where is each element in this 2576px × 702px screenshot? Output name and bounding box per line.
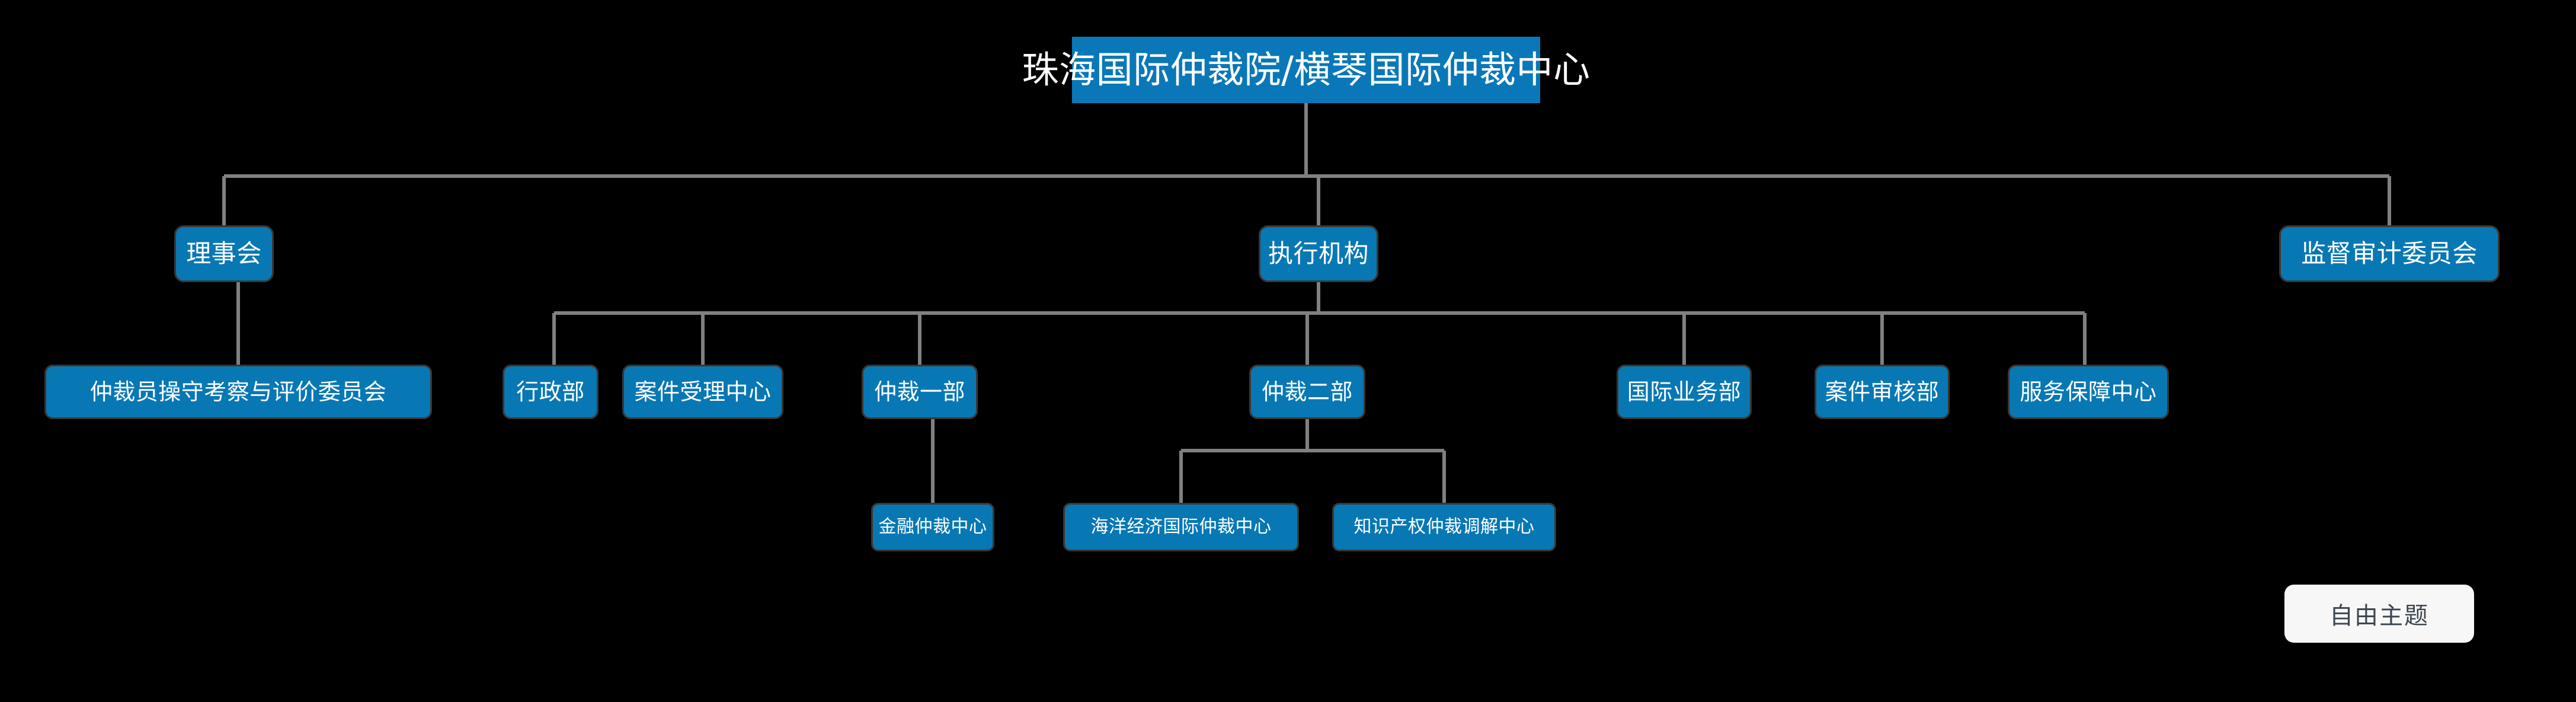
node-root-label: 珠海国际仲裁院/横琴国际仲裁中心 — [1022, 48, 1591, 91]
node-executive[interactable]: 执行机构 — [1259, 225, 1378, 282]
free-theme-badge-label: 自由主题 — [2329, 602, 2429, 630]
node-case-acceptance-center[interactable]: 案件受理中心 — [622, 365, 783, 419]
node-finance-arbitration-center-label: 金融仲裁中心 — [878, 516, 987, 537]
node-executive-label: 执行机构 — [1268, 239, 1369, 268]
node-ip-arbitration-mediation-center[interactable]: 知识产权仲裁调解中心 — [1332, 503, 1556, 551]
node-ip-arbitration-mediation-center-label: 知识产权仲裁调解中心 — [1353, 516, 1535, 537]
node-case-review-dept-label: 案件审核部 — [1825, 379, 1940, 405]
node-case-acceptance-center-label: 案件受理中心 — [634, 379, 772, 405]
node-ethics-committee-label: 仲裁员操守考察与评价委员会 — [89, 379, 387, 405]
node-arbitration-dept-1[interactable]: 仲裁一部 — [862, 365, 978, 419]
node-admin-dept[interactable]: 行政部 — [503, 365, 599, 419]
free-theme-badge[interactable]: 自由主题 — [2284, 585, 2474, 643]
node-board-label: 理事会 — [186, 239, 262, 268]
node-service-support-center-label: 服务保障中心 — [2020, 379, 2157, 405]
node-ethics-committee[interactable]: 仲裁员操守考察与评价委员会 — [44, 365, 432, 419]
node-root[interactable]: 珠海国际仲裁院/横琴国际仲裁中心 — [1022, 37, 1590, 103]
node-board[interactable]: 理事会 — [174, 225, 274, 282]
node-arbitration-dept-2-label: 仲裁二部 — [1261, 379, 1353, 405]
node-case-review-dept[interactable]: 案件审核部 — [1815, 365, 1950, 419]
node-audit-committee[interactable]: 监督审计委员会 — [2279, 225, 2500, 282]
node-international-business-dept-label: 国际业务部 — [1627, 379, 1742, 405]
node-arbitration-dept-1-label: 仲裁一部 — [873, 379, 965, 405]
node-marine-economy-center-label: 海洋经济国际仲裁中心 — [1090, 516, 1272, 537]
node-arbitration-dept-2[interactable]: 仲裁二部 — [1249, 365, 1365, 419]
node-marine-economy-center[interactable]: 海洋经济国际仲裁中心 — [1063, 503, 1299, 551]
node-audit-committee-label: 监督审计委员会 — [2301, 239, 2478, 268]
node-admin-dept-label: 行政部 — [516, 379, 585, 405]
node-international-business-dept[interactable]: 国际业务部 — [1617, 365, 1752, 419]
node-finance-arbitration-center[interactable]: 金融仲裁中心 — [871, 503, 994, 551]
node-service-support-center[interactable]: 服务保障中心 — [2008, 365, 2169, 419]
